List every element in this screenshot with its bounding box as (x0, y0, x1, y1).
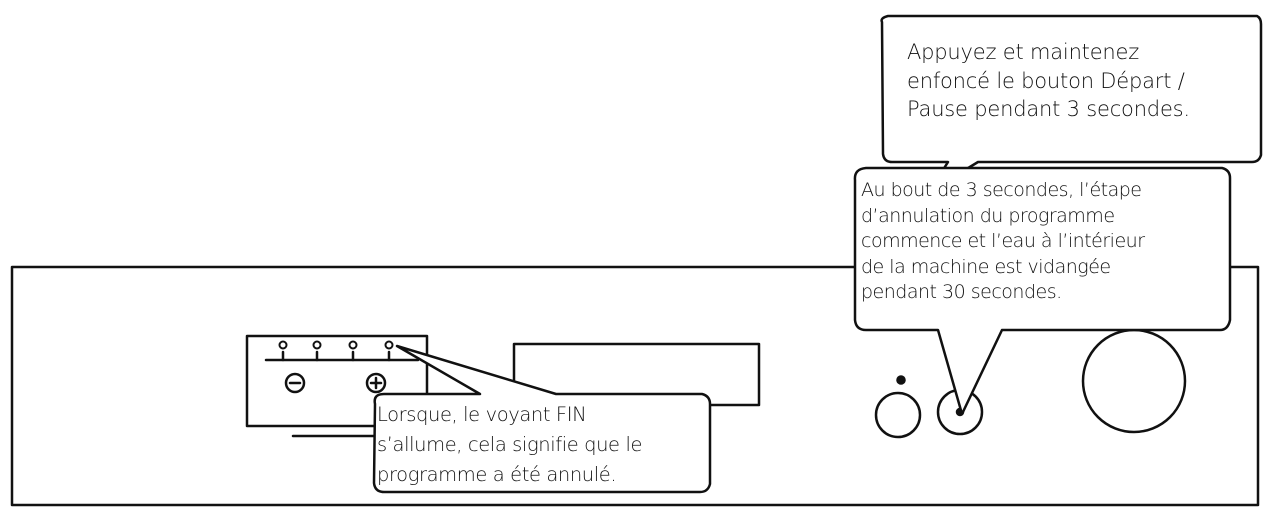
drain-instruction: Au bout de 3 secondes, l’étape d’annulat… (861, 179, 1145, 304)
program-knob[interactable] (1081, 328, 1187, 434)
end-light-instruction: Lorsque, le voyant FIN s’allume, cela si… (377, 403, 643, 486)
program-indicator-block (245, 334, 429, 428)
power-led (896, 375, 906, 385)
top-callout-bubble (880, 14, 1263, 194)
hold-button-instruction: Appuyez et maintenez enfoncé le bouton D… (907, 40, 1190, 121)
indicator-lights (278, 340, 394, 350)
plus-circle-icon[interactable] (365, 372, 387, 394)
power-button[interactable] (874, 391, 922, 439)
minus-circle-icon[interactable] (284, 372, 306, 394)
end-indicator-light (384, 340, 394, 350)
indicator-tick-marks (281, 350, 391, 362)
lower-callout-bubble (372, 344, 712, 494)
middle-callout-bubble (853, 166, 1232, 416)
machine-panel (10, 265, 1260, 507)
